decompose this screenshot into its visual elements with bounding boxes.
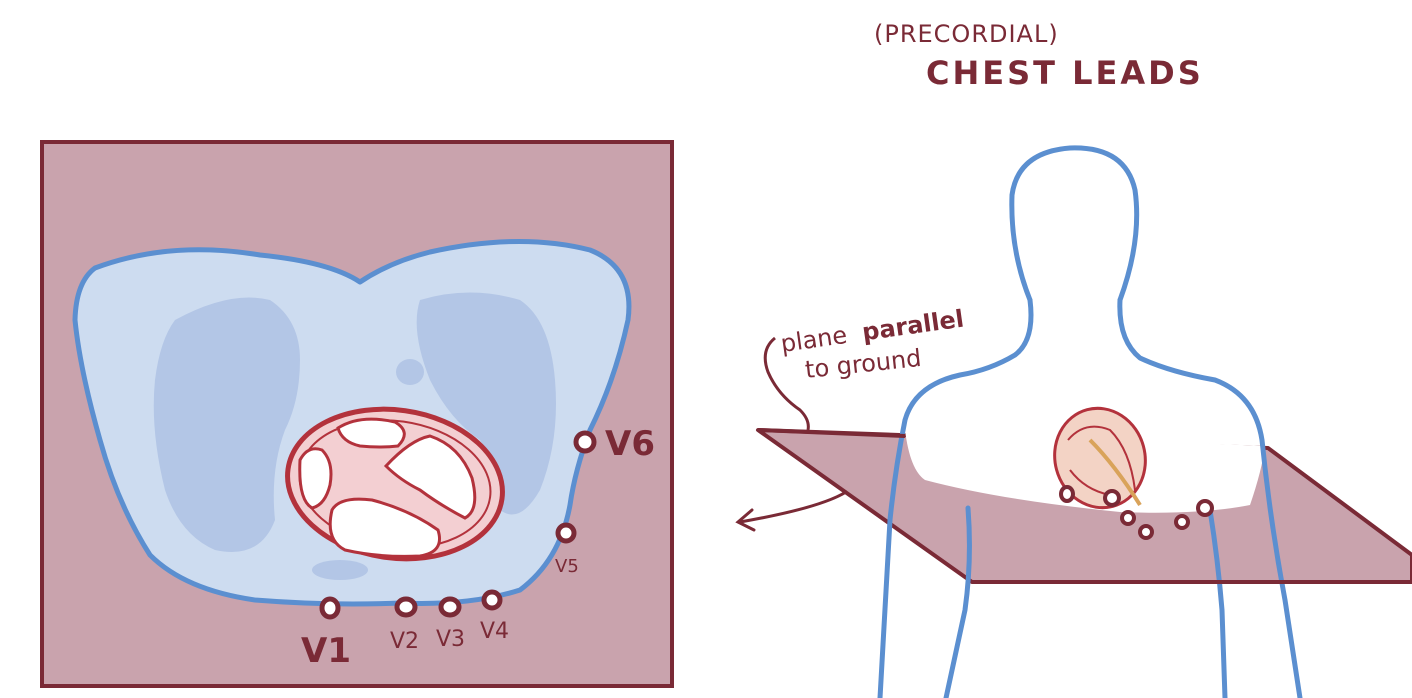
title-chest-leads: CHEST LEADS (926, 54, 1204, 92)
electrode-v4 (481, 589, 503, 611)
label-v6: V6 (605, 424, 655, 464)
electrode-v1 (319, 596, 341, 620)
vertebra (312, 560, 368, 580)
arrow-icon (735, 490, 848, 532)
electrode-v2 (394, 596, 418, 618)
human-torso-icon (877, 145, 1303, 698)
label-v3: V3 (436, 627, 465, 652)
label-v1: V1 (301, 631, 351, 671)
lung-left (416, 292, 556, 515)
torso-electrode-v5 (1174, 514, 1190, 530)
torso-electrode-v6 (1196, 499, 1214, 517)
label-v5: V5 (555, 556, 579, 577)
torso-electrode-v1 (1059, 485, 1075, 503)
aorta (396, 359, 424, 385)
heart-icon (1053, 406, 1147, 510)
torso-electrode-v3 (1120, 510, 1136, 526)
heart-icon (285, 406, 505, 562)
lung-right (153, 297, 300, 552)
electrode-v5 (555, 522, 577, 544)
electrode-v6 (573, 430, 597, 454)
annotation-word-parallel: parallel (860, 305, 965, 347)
annotation-bracket (763, 336, 810, 431)
cross-section-panel: V1 V2 V3 V4 V5 V6 (40, 140, 674, 688)
label-v2: V2 (390, 629, 419, 654)
torso-electrode-v2 (1103, 489, 1121, 507)
title-precordial: (PRECORDIAL) (874, 20, 1059, 48)
label-v4: V4 (480, 619, 509, 644)
torso-electrode-v4 (1138, 524, 1154, 540)
electrode-v3 (438, 596, 462, 618)
torso-panel: plane parallel to ground (735, 145, 1412, 698)
